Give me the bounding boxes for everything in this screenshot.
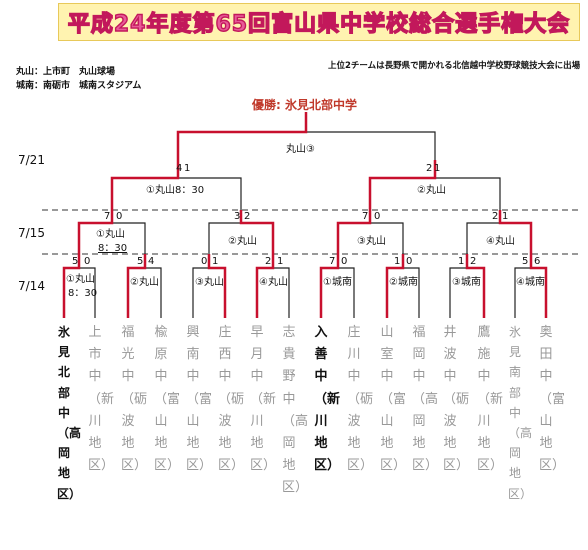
- semi-right-venue: ②丸山: [417, 185, 446, 196]
- venue-maruyama: 丸山：上市町 丸山球場: [16, 67, 116, 77]
- q3-score-d: 0: [406, 256, 413, 267]
- semi-right-s2: 0: [374, 211, 381, 222]
- date-semis: 7/15: [18, 226, 45, 240]
- r1-game-4-venue: ④丸山: [259, 277, 288, 288]
- quarter-4-venue: ④丸山: [486, 236, 515, 247]
- q2-score-c: 2: [265, 256, 272, 267]
- q4-score-b: 2: [470, 256, 477, 267]
- semi-lines: [178, 177, 501, 210]
- final-lines: [306, 131, 436, 160]
- team-name: 奥田中（富山地区）: [539, 325, 566, 474]
- team-name: 氷見南部中（高岡地区）: [508, 325, 533, 501]
- r1-game-8-venue: ④城南: [516, 277, 545, 288]
- date-round1: 7/14: [18, 279, 45, 293]
- team-name: 上市中（新川地区）: [88, 325, 115, 474]
- q4-score-a: 1: [458, 256, 465, 267]
- semi-left-s3: 3: [234, 211, 241, 222]
- final-score-left-b: 1: [184, 163, 191, 174]
- q2-score-d: 1: [277, 256, 284, 267]
- team-name: 鷹施中（新川地区）: [477, 325, 504, 474]
- r1-game-2-venue: ②丸山: [130, 277, 159, 288]
- semi-right-s4: 1: [502, 211, 509, 222]
- team-name: 楡原中（富山地区）: [154, 325, 181, 474]
- team-name: 早月中（新川地区）: [250, 325, 277, 474]
- team-name: 井波中（砺波地区）: [443, 325, 470, 474]
- quarter-3-venue: ③丸山: [357, 236, 386, 247]
- r1-game-3-venue: ③丸山: [195, 277, 224, 288]
- quarter-lines: [112, 222, 500, 254]
- semi-left-s4: 2: [244, 211, 251, 222]
- q1-score-c: 5: [137, 256, 144, 267]
- team-name: 庄西中（砺波地区）: [218, 325, 245, 474]
- q3-score-a: 7: [329, 256, 336, 267]
- r1-game-1-time: 8：30: [68, 288, 98, 299]
- final-score-right-b: 1: [434, 163, 441, 174]
- tournament-title: 平成24年度第65回富山県中学校総合選手権大会: [67, 11, 571, 37]
- quarter-win-lines: [77, 210, 533, 254]
- qualification-note: 上位2チームは長野県で開かれる北信越中学校野球競技大会に出場: [328, 61, 581, 71]
- q3-score-c: 1: [394, 256, 401, 267]
- q1-score-b: 0: [84, 256, 91, 267]
- date-final: 7/21: [18, 153, 45, 167]
- semi-right-s3: 2: [492, 211, 499, 222]
- r1-game-1-venue: ①丸山: [66, 274, 95, 285]
- team-name: 志貴野中（高岡地区）: [282, 325, 309, 496]
- quarter-1-time: 8：30: [98, 243, 128, 254]
- r1-game-5-venue: ①城南: [323, 277, 352, 288]
- team-name: 興南中（富山地区）: [186, 325, 213, 474]
- semi-win-lines: [110, 160, 437, 210]
- final-win-lines: [176, 112, 308, 160]
- team-name: 入善中（新川地区）: [314, 325, 341, 474]
- r1-game-6-venue: ②城南: [389, 277, 418, 288]
- q4-score-c: 5: [522, 256, 529, 267]
- q1-score-a: 5: [72, 256, 79, 267]
- q2-score-b: 1: [212, 256, 219, 267]
- title-banner: 平成24年度第65回富山県中学校総合選手権大会: [58, 3, 580, 41]
- q4-score-d: 6: [534, 256, 541, 267]
- q3-score-b: 0: [341, 256, 348, 267]
- round1-win-lines: [62, 254, 548, 318]
- semi-right-s1: 7: [362, 211, 369, 222]
- team-name: 氷見北部中（高岡地区）: [57, 325, 82, 501]
- q2-score-a: 0: [201, 256, 208, 267]
- team-name: 山室中（富山地区）: [380, 325, 407, 474]
- quarter-2-venue: ②丸山: [228, 236, 257, 247]
- semi-left-venue: ①丸山8：30: [146, 185, 205, 196]
- final-score-right-a: 2: [426, 163, 433, 174]
- team-name: 福岡中（高岡地区）: [412, 325, 439, 474]
- team-name: 福光中（砺波地区）: [121, 325, 148, 474]
- venue-jonan: 城南：南砺市 城南スタジアム: [16, 81, 142, 91]
- semi-left-s2: 0: [116, 211, 123, 222]
- quarter-1-venue: ①丸山: [96, 229, 125, 240]
- final-score-left-a: 4: [176, 163, 183, 174]
- r1-game-7-venue: ③城南: [452, 277, 481, 288]
- final-venue: 丸山③: [286, 144, 315, 155]
- team-name: 庄川中（砺波地区）: [347, 325, 374, 474]
- champion-label: 優勝: 氷見北部中学: [252, 98, 357, 112]
- q1-score-d: 4: [148, 256, 155, 267]
- semi-left-s1: 7: [104, 211, 111, 222]
